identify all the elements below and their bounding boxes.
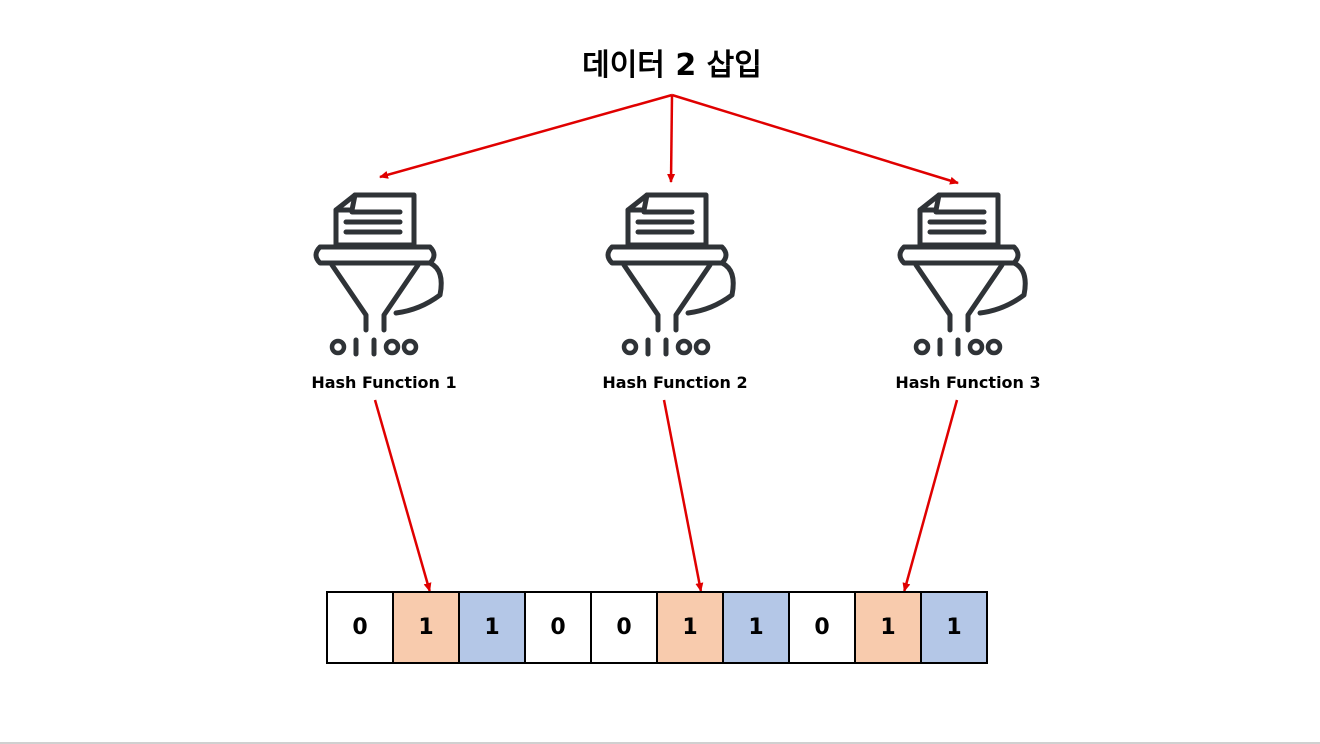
hash-function-1-label: Hash Function 1 xyxy=(311,373,457,392)
bit-cell-6: 1 xyxy=(724,593,790,662)
arrow-hash-3-to-bit xyxy=(902,399,959,592)
arrow-title-to-hash-2 xyxy=(667,94,676,183)
hash-function-3-icon xyxy=(884,185,1034,360)
bit-cell-5: 1 xyxy=(658,593,724,662)
hash-function-1-icon xyxy=(300,185,450,360)
arrow-hash-1-to-bit xyxy=(373,399,432,592)
bit-cell-8: 1 xyxy=(856,593,922,662)
bit-cell-7: 0 xyxy=(790,593,856,662)
hash-function-2-label: Hash Function 2 xyxy=(602,373,748,392)
arrow-title-to-hash-1 xyxy=(379,93,673,179)
hash-function-3-label: Hash Function 3 xyxy=(895,373,1041,392)
arrow-title-to-hash-3 xyxy=(671,93,959,185)
bit-cell-9: 1 xyxy=(922,593,988,662)
bit-array: 0 1 1 0 0 1 1 0 1 1 xyxy=(326,591,988,664)
bit-cell-4: 0 xyxy=(592,593,658,662)
bit-cell-1: 1 xyxy=(394,593,460,662)
bit-cell-0: 0 xyxy=(328,593,394,662)
bit-cell-2: 1 xyxy=(460,593,526,662)
arrow-hash-2-to-bit xyxy=(662,399,704,592)
bottom-divider xyxy=(0,742,1320,744)
diagram-title: 데이터 2 삽입 xyxy=(582,48,762,83)
bit-cell-3: 0 xyxy=(526,593,592,662)
hash-function-2-icon xyxy=(592,185,742,360)
